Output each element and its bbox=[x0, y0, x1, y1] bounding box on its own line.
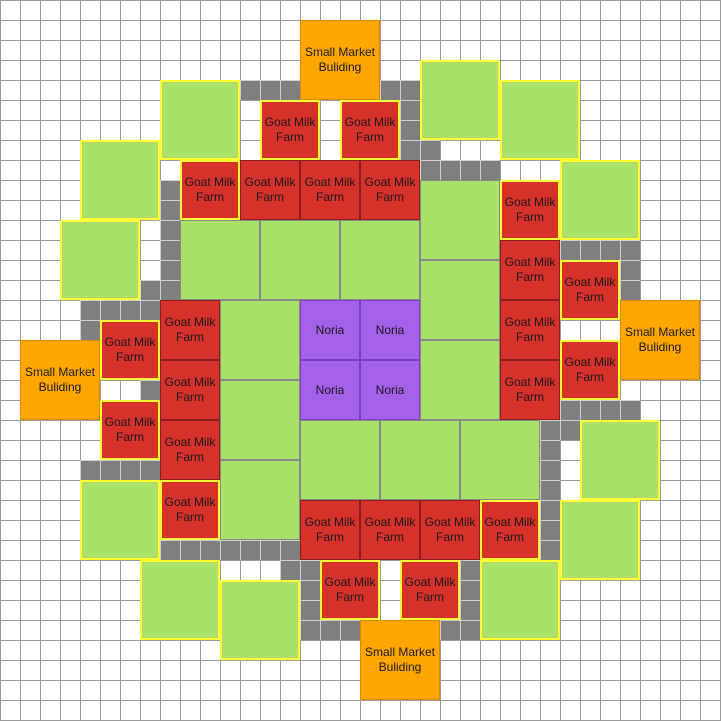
field bbox=[260, 220, 340, 300]
noria: Noria bbox=[300, 360, 360, 420]
goat-milk-farm: Goat Milk Farm bbox=[160, 480, 220, 540]
field bbox=[340, 220, 420, 300]
goat-milk-farm: Goat Milk Farm bbox=[320, 560, 380, 620]
road-bottom-d bbox=[460, 560, 480, 640]
grass-tile bbox=[560, 500, 640, 580]
road-left-b bbox=[80, 300, 160, 320]
goat-milk-farm: Goat Milk Farm bbox=[340, 100, 400, 160]
small-market-building: Small Market Buliding bbox=[360, 620, 440, 700]
road-top-right-b bbox=[420, 140, 440, 160]
goat-milk-farm: Goat Milk Farm bbox=[300, 160, 360, 220]
field bbox=[220, 380, 300, 460]
road-top-right-a bbox=[400, 100, 420, 160]
road-top-left bbox=[160, 180, 180, 300]
grass-tile bbox=[80, 480, 160, 560]
goat-milk-farm: Goat Milk Farm bbox=[100, 400, 160, 460]
goat-milk-farm: Goat Milk Farm bbox=[400, 560, 460, 620]
goat-milk-farm: Goat Milk Farm bbox=[360, 160, 420, 220]
goat-milk-farm: Goat Milk Farm bbox=[240, 160, 300, 220]
grass-tile bbox=[60, 220, 140, 300]
road-bottom-left bbox=[160, 540, 300, 560]
road-top-right-c bbox=[420, 160, 500, 180]
goat-milk-farm: Goat Milk Farm bbox=[300, 500, 360, 560]
grass-tile bbox=[580, 420, 660, 500]
road-bottom-a bbox=[280, 560, 320, 580]
grass-tile bbox=[140, 560, 220, 640]
road-right-b bbox=[620, 240, 640, 300]
goat-milk-farm: Goat Milk Farm bbox=[100, 320, 160, 380]
goat-milk-farm: Goat Milk Farm bbox=[480, 500, 540, 560]
small-market-building: Small Market Buliding bbox=[300, 20, 380, 100]
goat-milk-farm: Goat Milk Farm bbox=[420, 500, 480, 560]
goat-milk-farm: Goat Milk Farm bbox=[180, 160, 240, 220]
road-bottom-right bbox=[540, 420, 560, 560]
goat-milk-farm: Goat Milk Farm bbox=[160, 420, 220, 480]
field bbox=[380, 420, 460, 500]
grass-tile bbox=[420, 60, 500, 140]
noria: Noria bbox=[360, 360, 420, 420]
goat-milk-farm: Goat Milk Farm bbox=[260, 100, 320, 160]
field bbox=[220, 300, 300, 380]
field bbox=[420, 340, 500, 420]
road-left-e bbox=[80, 460, 160, 480]
goat-milk-farm: Goat Milk Farm bbox=[500, 240, 560, 300]
goat-milk-farm: Goat Milk Farm bbox=[160, 300, 220, 360]
grass-tile bbox=[500, 80, 580, 160]
goat-milk-farm: Goat Milk Farm bbox=[500, 300, 560, 360]
field bbox=[300, 420, 380, 500]
goat-milk-farm: Goat Milk Farm bbox=[560, 260, 620, 320]
goat-milk-farm: Goat Milk Farm bbox=[500, 180, 560, 240]
field bbox=[420, 260, 500, 340]
goat-milk-farm: Goat Milk Farm bbox=[500, 360, 560, 420]
grass-tile bbox=[160, 80, 240, 160]
noria: Noria bbox=[360, 300, 420, 360]
field bbox=[180, 220, 260, 300]
noria: Noria bbox=[300, 300, 360, 360]
field bbox=[220, 460, 300, 540]
field bbox=[420, 180, 500, 260]
grass-tile bbox=[560, 160, 640, 240]
small-market-building: Small Market Buliding bbox=[620, 300, 700, 380]
goat-milk-farm: Goat Milk Farm bbox=[160, 360, 220, 420]
goat-milk-farm: Goat Milk Farm bbox=[560, 340, 620, 400]
grass-tile bbox=[480, 560, 560, 640]
small-market-building: Small Market Buliding bbox=[20, 340, 100, 420]
goat-milk-farm: Goat Milk Farm bbox=[360, 500, 420, 560]
grass-tile bbox=[220, 580, 300, 660]
field bbox=[460, 420, 540, 500]
grass-tile bbox=[80, 140, 160, 220]
